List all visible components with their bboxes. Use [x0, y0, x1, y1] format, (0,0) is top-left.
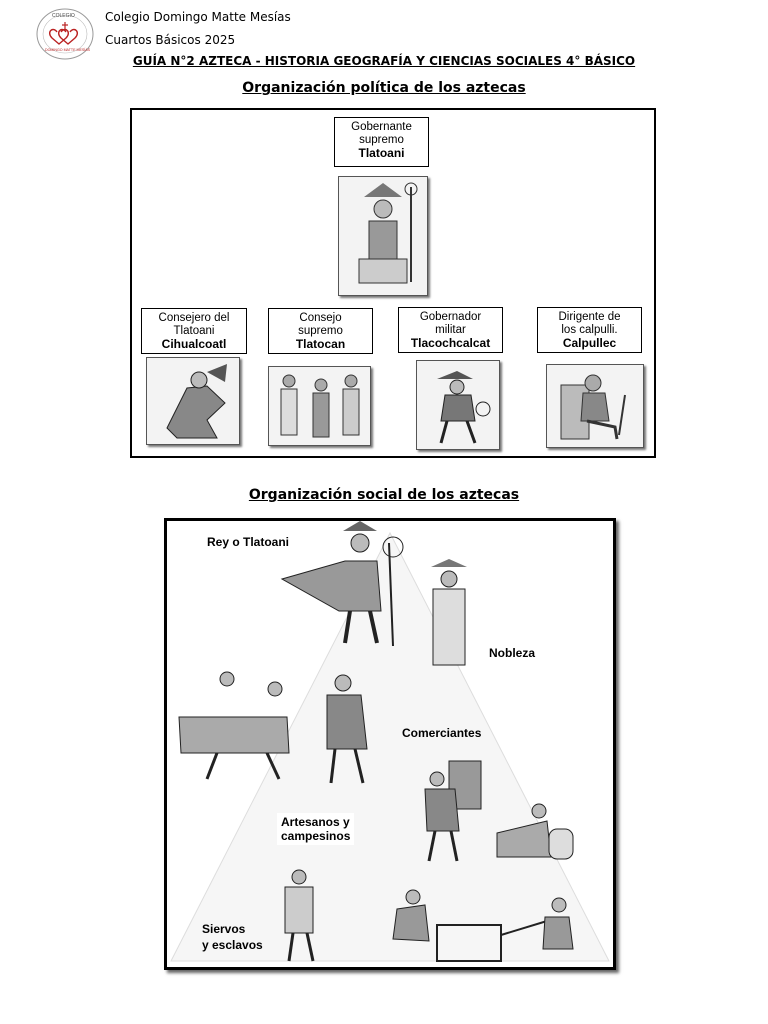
role-name: Tlatoani — [358, 146, 405, 160]
cihualcoatl-illustration — [146, 357, 240, 445]
role-line2: supremo — [298, 325, 343, 337]
role-line2: los calpulli. — [561, 324, 618, 336]
role-line1: Gobernador — [419, 311, 482, 323]
role-line2: militar — [435, 324, 466, 336]
role-name: Calpullec — [562, 336, 617, 350]
level-label-nobleza: Nobleza — [489, 646, 536, 660]
role-name: Cihualcoatl — [161, 337, 227, 351]
tlatocan-illustration — [268, 366, 371, 446]
calpullec-illustration — [546, 364, 644, 448]
social-pyramid-frame: Rey o Tlatoani Nobleza Comerciantes Arte… — [164, 518, 616, 970]
role-name: Tlacochcalcat — [410, 336, 491, 350]
social-title: Organización social de los aztecas — [248, 487, 520, 503]
siervos-line1: Siervos — [202, 922, 246, 936]
role-box-calpullec: Dirigente de los calpulli. Calpullec — [537, 307, 642, 353]
role-line1: Dirigente de — [558, 311, 621, 323]
siervos-line2: y esclavos — [202, 938, 263, 952]
role-box-tlacochcalcat: Gobernador militar Tlacochcalcat — [398, 307, 503, 353]
tlatoani-illustration — [338, 176, 428, 296]
logo-text-bottom: DOMINGO MATTE MESÍAS — [45, 48, 91, 52]
role-line1: Gobernante — [351, 121, 412, 133]
political-frame — [130, 108, 656, 458]
tlacochcalcat-illustration — [416, 360, 500, 450]
level-label-comerciantes: Comerciantes — [402, 726, 482, 740]
logo-text-top: COLEGIO — [52, 13, 75, 19]
course-name: Cuartos Básicos 2025 — [105, 33, 236, 47]
level-label-artesanos: Artesanos y campesinos — [277, 813, 355, 845]
role-line2: supremo — [359, 134, 404, 146]
role-box-tlatocan: Consejo supremo Tlatocan — [268, 308, 373, 354]
role-line1: Consejo — [299, 312, 342, 324]
role-name: Tlatocan — [295, 337, 346, 351]
role-box-cihualcoatl: Consejero del Tlatoani Cihualcoatl — [141, 308, 247, 354]
role-line2: Tlatoani — [173, 325, 215, 337]
school-name: Colegio Domingo Matte Mesías — [105, 10, 291, 24]
guide-title: GUÍA N°2 AZTECA - HISTORIA GEOGRAFÍA Y C… — [132, 54, 636, 68]
role-box-tlatoani: Gobernante supremo Tlatoani — [334, 117, 429, 167]
level-label-rey: Rey o Tlatoani — [207, 535, 290, 549]
pyramid-drawing — [170, 521, 610, 962]
artesanos-line2: campesinos — [281, 829, 351, 843]
artesanos-line1: Artesanos y — [281, 815, 350, 829]
political-title: Organización política de los aztecas — [242, 80, 526, 96]
level-label-siervos: Siervos y esclavos — [202, 921, 263, 953]
school-logo: COLEGIO DOMINGO MATTE MESÍAS — [36, 8, 94, 60]
role-line1: Consejero del — [158, 312, 230, 324]
